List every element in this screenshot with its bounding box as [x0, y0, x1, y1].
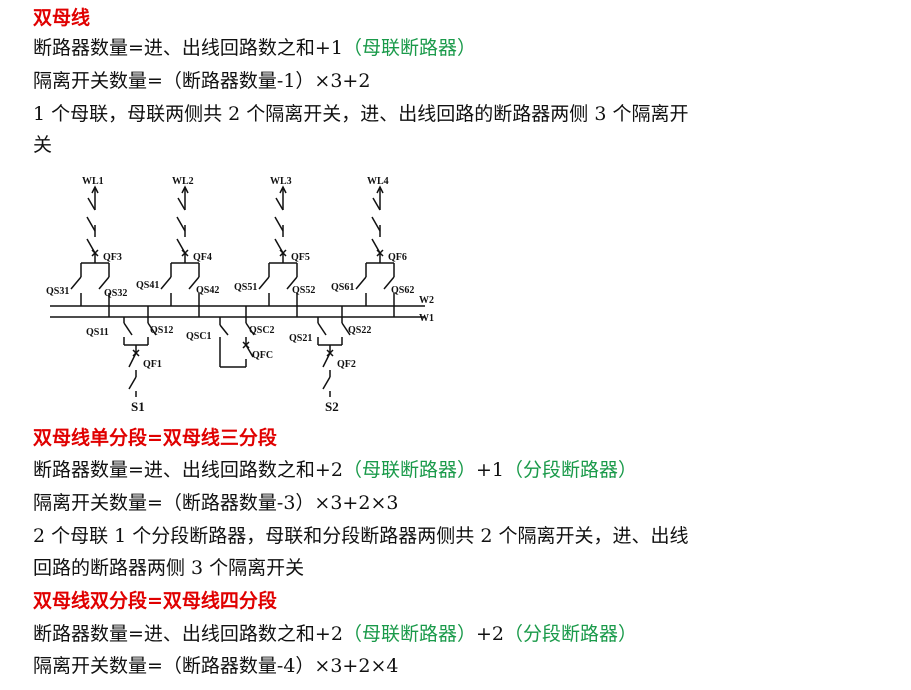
explanation-2-line-2: 回路的断路器两侧 3 个隔离开关: [33, 557, 305, 579]
label-qs62: QS62: [391, 285, 414, 296]
feeder-bay-1: [70, 185, 110, 317]
section-title-single-sectionalized: 双母线单分段=双母线三分段: [33, 427, 277, 449]
bus-coupler-note: （母联断路器）: [342, 623, 476, 645]
bus-coupler-note: （母联断路器）: [342, 37, 476, 59]
label-qs51: QS51: [234, 282, 257, 293]
source-bay-2: [317, 306, 351, 397]
formula-text: 断路器数量=进、出线回路数之和+1: [33, 37, 343, 59]
formula-plus: +2: [475, 623, 504, 645]
label-qs61: QS61: [331, 282, 354, 293]
section-title-double-bus: 双母线: [33, 7, 91, 29]
breaker-count-formula-3: 断路器数量=进、出线回路数之和+2（母联断路器）+2（分段断路器）: [33, 622, 637, 646]
label-qs21: QS21: [289, 333, 312, 344]
label-wl2: WL2: [172, 176, 194, 187]
breaker-count-formula: 断路器数量=进、出线回路数之和+1（母联断路器）: [33, 36, 476, 60]
formula-text: 断路器数量=进、出线回路数之和+2: [33, 623, 343, 645]
formula-text: 断路器数量=进、出线回路数之和+2: [33, 459, 343, 481]
formula-plus: +1: [475, 459, 504, 481]
label-qf5: QF5: [291, 252, 310, 263]
label-qs42: QS42: [196, 285, 219, 296]
explanation-line-1: 1 个母联，母联两侧共 2 个隔离开关，进、出线回路的断路器两侧 3 个隔离开: [33, 103, 689, 125]
label-qfc: QFC: [252, 350, 273, 361]
explanation-2-line-1: 2 个母联 1 个分段断路器，母联和分段断路器两侧共 2 个隔离开关，进、出线: [33, 525, 689, 547]
label-qsc2: QSC2: [249, 325, 275, 336]
label-wl3: WL3: [270, 176, 292, 187]
bus-coupler-bay: [219, 306, 255, 368]
label-qf2: QF2: [337, 359, 356, 370]
feeder-bay-4: [355, 185, 395, 317]
label-qs41: QS41: [136, 280, 159, 291]
feeder-bay-3: [258, 185, 298, 317]
explanation-line-2: 关: [33, 134, 53, 156]
feeder-bay-2: [160, 185, 200, 317]
switch-count-formula-2: 隔离开关数量=（断路器数量-3）×3+2×3: [33, 492, 399, 514]
section-breaker-note: （分段断路器）: [503, 623, 637, 645]
label-qf6: QF6: [388, 252, 407, 263]
label-qf4: QF4: [193, 252, 212, 263]
label-w1: W1: [419, 313, 434, 324]
switch-count-formula: 隔离开关数量=（断路器数量-1）×3+2: [33, 70, 371, 92]
label-qsc1: QSC1: [186, 331, 212, 342]
switch-count-formula-3: 隔离开关数量=（断路器数量-4）×3+2×4: [33, 655, 399, 677]
label-qf3: QF3: [103, 252, 122, 263]
label-w2: W2: [419, 295, 434, 306]
label-wl1: WL1: [82, 176, 104, 187]
label-qs12: QS12: [150, 325, 173, 336]
label-wl4: WL4: [367, 176, 389, 187]
label-qf1: QF1: [143, 359, 162, 370]
section-title-double-sectionalized: 双母线双分段=双母线四分段: [33, 590, 277, 612]
label-s1: S1: [131, 399, 145, 414]
source-bay-1: [123, 306, 157, 397]
label-qs32: QS32: [104, 288, 127, 299]
label-s2: S2: [325, 399, 339, 414]
label-qs22: QS22: [348, 325, 371, 336]
bus-coupler-note: （母联断路器）: [342, 459, 476, 481]
label-qs52: QS52: [292, 285, 315, 296]
label-qs11: QS11: [86, 327, 109, 338]
double-bus-diagram: WL1 WL2 WL3 WL4 QF3 QF4 QF5 QF6 QS31 QS3…: [46, 176, 434, 414]
label-qs31: QS31: [46, 286, 69, 297]
section-breaker-note: （分段断路器）: [503, 459, 637, 481]
breaker-count-formula-2: 断路器数量=进、出线回路数之和+2（母联断路器）+1（分段断路器）: [33, 458, 637, 482]
